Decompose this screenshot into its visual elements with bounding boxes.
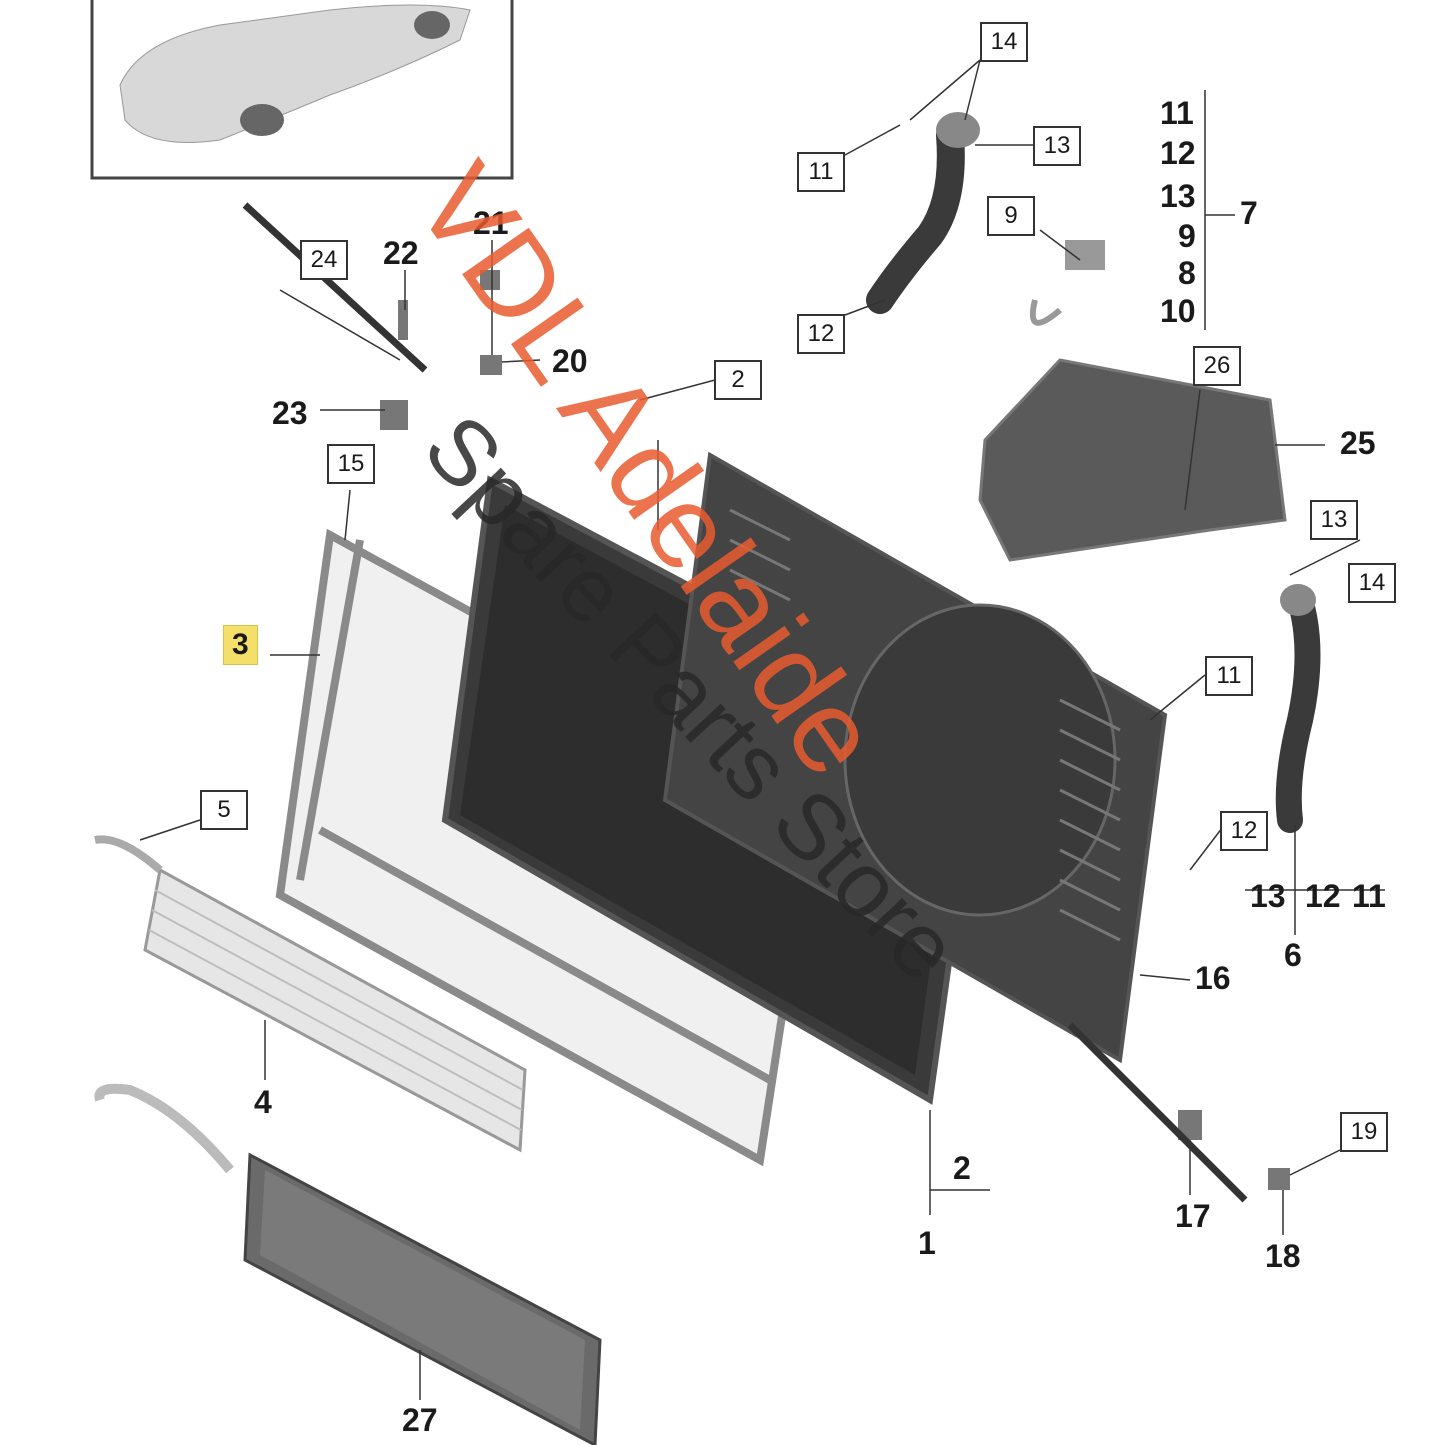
group7-item-9: 9 [1178, 218, 1196, 254]
group7-item-8: 8 [1178, 255, 1196, 291]
callout-21: 21 [473, 205, 509, 241]
callout-15: 15 [327, 444, 375, 484]
callout-2-lower: 2 [953, 1150, 971, 1186]
group7-item-12: 12 [1160, 135, 1196, 171]
hose-connector [936, 112, 980, 148]
callout-14-right: 14 [1348, 563, 1396, 603]
callout-6: 6 [1284, 937, 1302, 973]
callout-1: 1 [918, 1225, 936, 1261]
fasteners [380, 240, 1290, 1190]
callout-13-right: 13 [1310, 500, 1358, 540]
callout-22: 22 [383, 235, 419, 271]
callout-19: 19 [1340, 1112, 1388, 1152]
callout-14: 14 [980, 22, 1028, 62]
callout-20: 20 [552, 343, 588, 379]
watermark-strikes [242, 202, 1248, 1203]
group6-item-12: 12 [1305, 878, 1341, 914]
group7-label: 7 [1240, 195, 1258, 231]
low-temperature-cooler [94, 1083, 602, 1445]
callout-16: 16 [1195, 960, 1231, 996]
auxiliary-cooler [94, 835, 527, 1153]
callout-27: 27 [402, 1402, 438, 1438]
callout-2: 2 [714, 360, 762, 400]
callout-13: 13 [1033, 126, 1081, 166]
callout-12: 12 [797, 314, 845, 354]
callout-12-right: 12 [1220, 811, 1268, 851]
air-duct [978, 358, 1287, 562]
group7-item-10: 10 [1160, 293, 1196, 329]
callout-18: 18 [1265, 1238, 1301, 1274]
callout-4: 4 [254, 1084, 272, 1120]
callout-25: 25 [1340, 425, 1376, 461]
right-coolant-hose [1275, 587, 1321, 833]
fan-shroud [662, 451, 1168, 1064]
callout-3-highlighted: 3 [223, 625, 258, 665]
hose-connector-right [1280, 584, 1316, 616]
callout-9: 9 [987, 196, 1035, 236]
upper-coolant-hose [866, 121, 965, 314]
group6-item-13: 13 [1250, 878, 1286, 914]
group6-item-11: 11 [1352, 878, 1386, 914]
callout-23: 23 [272, 395, 308, 431]
callout-11: 11 [797, 152, 845, 192]
callout-11-right: 11 [1205, 656, 1253, 696]
group7-item-11: 11 [1160, 95, 1194, 131]
callout-5: 5 [200, 790, 248, 830]
callout-26: 26 [1193, 346, 1241, 386]
callout-17: 17 [1175, 1198, 1211, 1234]
group7-item-13: 13 [1160, 178, 1196, 214]
callout-24: 24 [300, 240, 348, 280]
vehicle-thumbnail [90, 0, 514, 180]
